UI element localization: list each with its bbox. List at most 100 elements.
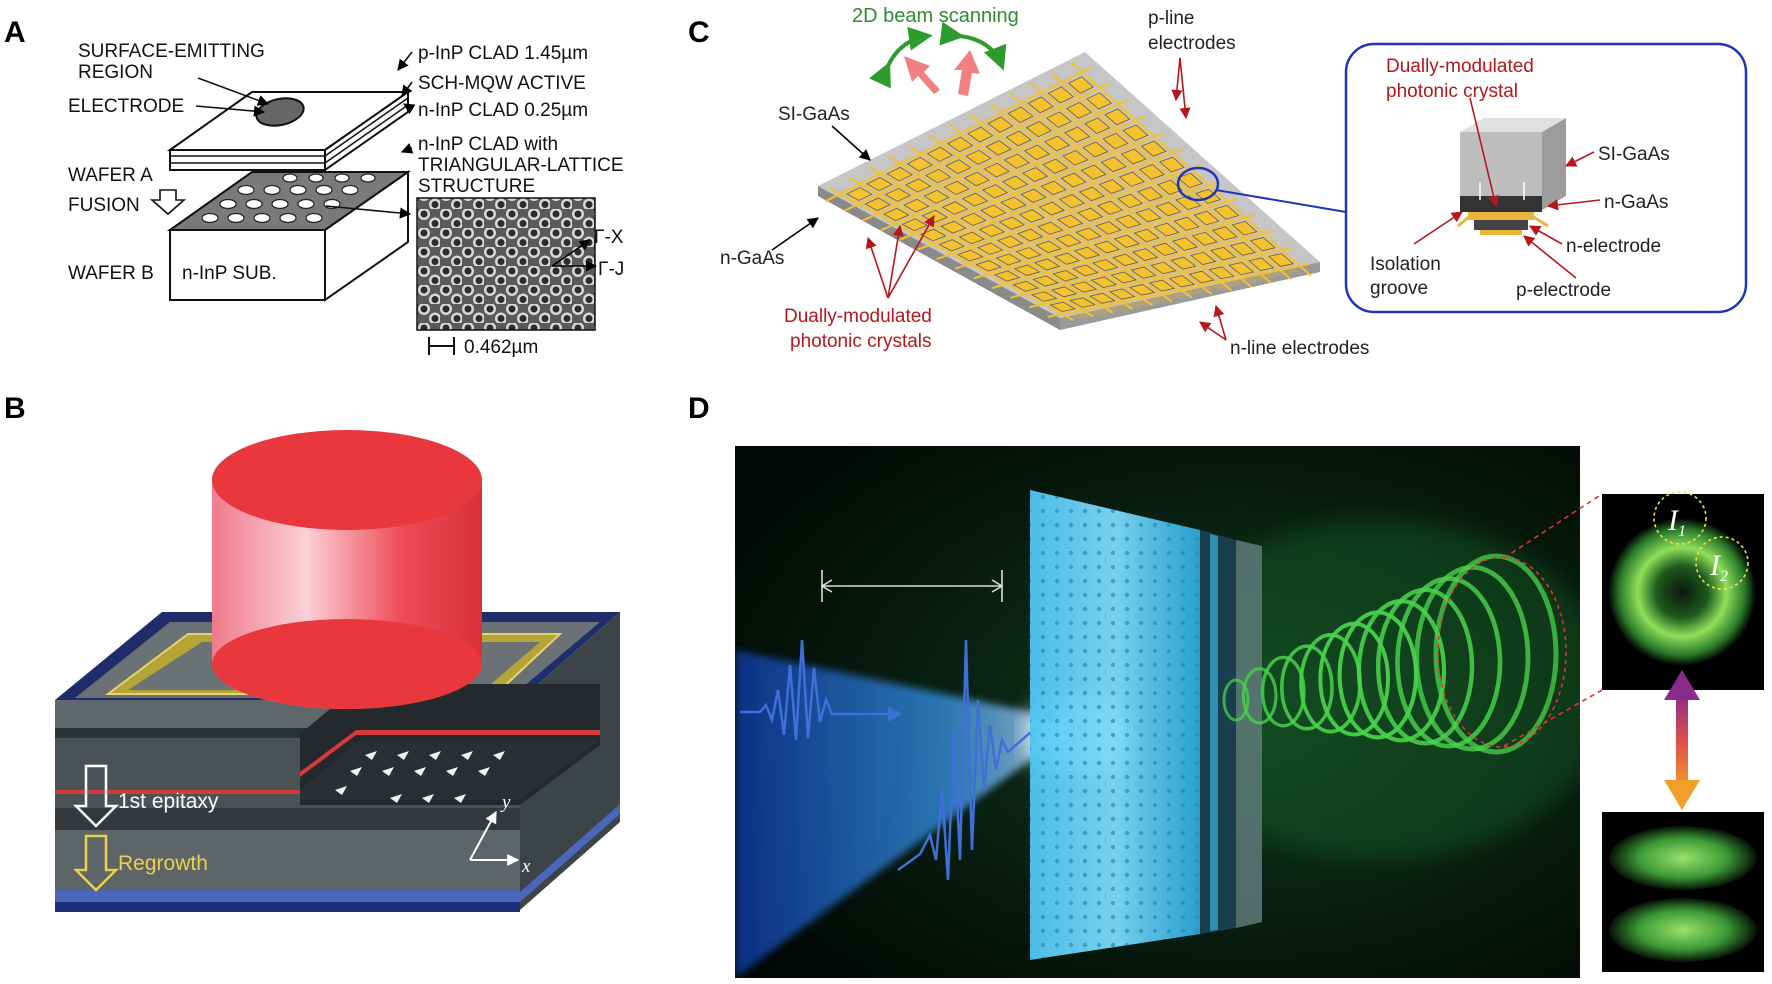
label-isolation-1: Isolation: [1370, 254, 1441, 275]
pc-cell: [1053, 252, 1081, 265]
pc-cell: [906, 156, 933, 172]
pc-cell: [1023, 144, 1051, 161]
pc-cell: [1002, 175, 1029, 191]
pc-cell: [846, 187, 873, 201]
pc-cell: [1070, 281, 1098, 293]
pc-cell: [1013, 264, 1041, 276]
pc-cell: [1195, 188, 1222, 204]
label-dmpc-2: photonic crystals: [790, 331, 932, 352]
pc-cell: [995, 253, 1022, 266]
pc-cell: [1038, 201, 1065, 216]
beam-arrows: [869, 21, 1007, 96]
mode-switch-arrow-icon: [1664, 670, 1700, 810]
upper-lobe: [1609, 826, 1757, 890]
pc-cell: [884, 187, 912, 202]
pc-cell: [1030, 291, 1058, 302]
label-sch-mqw: SCH-MQW ACTIVE: [418, 73, 586, 94]
pc-cell: [965, 149, 992, 165]
n-line-electrode: [954, 181, 1220, 270]
label-inset-dmpc-2: photonic crystal: [1386, 81, 1518, 102]
pc-cell: [1078, 186, 1105, 202]
axis-x-label: x: [521, 856, 531, 877]
pc-cell: [1100, 156, 1127, 173]
unit-cell: [1457, 118, 1566, 235]
pc-cell: [1084, 117, 1111, 134]
pc-cell: [904, 178, 932, 193]
xy-axes: [469, 810, 520, 866]
zoom-line: [1215, 189, 1347, 213]
panel-a-letter: A: [4, 16, 26, 49]
pc-cell: [1117, 193, 1144, 209]
panel-b: B: [4, 392, 620, 912]
donut-ring: [1608, 518, 1756, 666]
pc-cell: [1231, 220, 1258, 236]
pc-cell: [1032, 275, 1059, 287]
label-inset-n-gaas: n-GaAs: [1604, 192, 1668, 213]
panel-a-leaders: [195, 51, 416, 219]
pc-cell: [1093, 240, 1121, 254]
label-n-gaas: n-GaAs: [720, 248, 784, 269]
label-inset-si-gaas: SI-GaAs: [1598, 144, 1670, 165]
pc-cell: [1098, 179, 1125, 194]
pc-cell: [1027, 96, 1054, 114]
label-i2: I2: [1709, 549, 1728, 585]
p-line-electrode: [909, 145, 1153, 307]
pc-cell: [1175, 195, 1202, 211]
pc-cell: [1025, 121, 1052, 138]
panel-c-letter: C: [688, 16, 710, 49]
label-i2-subscript: 2: [1720, 568, 1728, 585]
helix-loop: [1241, 667, 1278, 725]
label-n-clad: n-InP CLAD 0.25µm: [418, 100, 588, 121]
label-wafer-a: WAFER A: [68, 165, 153, 186]
pc-cell: [901, 218, 929, 232]
pc-cell: [1018, 209, 1045, 223]
first-epitaxy-arrow-icon: [72, 764, 120, 828]
pc-cell: [903, 198, 930, 213]
pc-cell: [1248, 257, 1275, 271]
p-line-electrode: [848, 176, 1094, 318]
pc-cell: [1060, 172, 1087, 188]
pc-cell: [1042, 158, 1069, 174]
pc-cell: [981, 184, 1009, 199]
pc-cell: [925, 168, 952, 184]
pc-cell: [1057, 214, 1084, 229]
pc-cell: [1062, 150, 1089, 166]
pc-cell: [946, 136, 974, 153]
pc-cell: [1211, 226, 1238, 241]
sem-image: [416, 197, 596, 331]
metasurface-plate: [1030, 490, 1262, 960]
n-line-electrode: [1010, 230, 1274, 299]
pc-cell: [1133, 228, 1160, 243]
pc-cell: [1097, 200, 1124, 215]
p-line-electrode: [949, 124, 1193, 299]
pc-cell: [1058, 194, 1085, 209]
label-wafer-b: WAFER B: [68, 263, 154, 284]
panel-b-letter: B: [4, 392, 26, 425]
label-si-gaas: SI-GaAs: [778, 104, 850, 125]
p-line-electrode: [888, 155, 1134, 310]
pc-cell: [1140, 140, 1167, 157]
pc-cell: [1075, 227, 1102, 241]
fusion-arrow-icon: [149, 189, 187, 216]
label-gamma-x: Γ-X: [594, 227, 624, 248]
pc-cell: [1110, 271, 1137, 284]
pc-cell: [1012, 280, 1040, 292]
pc-cell: [1171, 237, 1199, 251]
pc-cell: [1033, 258, 1061, 271]
pc-cell: [1089, 292, 1116, 304]
label-inset-p-electrode: p-electrode: [1516, 280, 1611, 301]
pc-cell: [1064, 126, 1091, 143]
pc-cell: [1213, 204, 1240, 220]
pc-cell: [1115, 214, 1142, 229]
pc-cell: [1193, 210, 1220, 226]
wafer-a-slab: [166, 90, 412, 172]
label-substrate: n-InP SUB.: [182, 263, 277, 284]
pc-cell: [1037, 221, 1064, 235]
label-gamma-j: Γ-J: [598, 259, 624, 280]
label-surface-emitting: SURFACE-EMITTING: [78, 41, 265, 62]
pc-cell: [996, 235, 1024, 249]
pc-cell: [967, 126, 994, 143]
pc-cell: [1249, 237, 1276, 252]
pc-cell: [958, 231, 986, 245]
